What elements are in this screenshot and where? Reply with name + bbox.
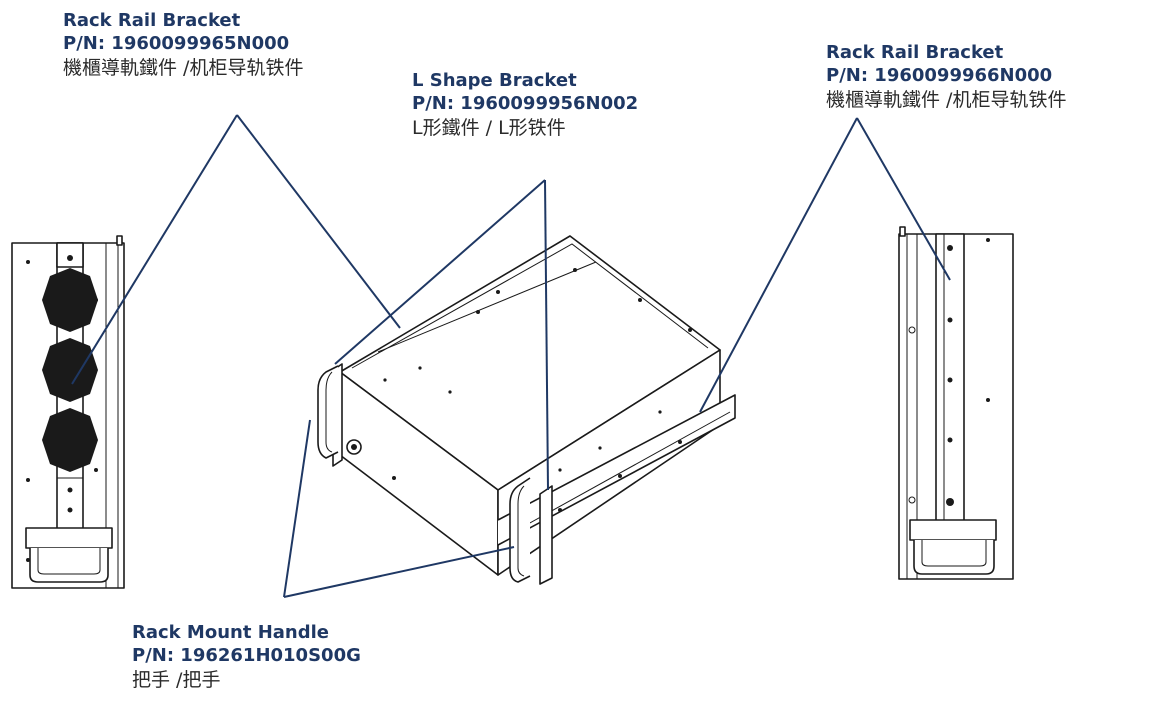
leader-handle-to-left	[283, 419, 311, 598]
callout-part-number: P/N: 196261H010S00G	[132, 644, 361, 666]
leader-right-bracket-to-side	[856, 117, 951, 281]
callout-chinese-name: 機櫃導軌鐵件 /机柜导轨铁件	[63, 57, 304, 79]
callout-l-shape-bracket: L Shape Bracket P/N: 1960099956N002 L形鐵件…	[412, 70, 638, 141]
fan-vent-middle	[42, 338, 98, 402]
right-view-handle	[909, 519, 997, 575]
leader-handle-to-right	[283, 546, 515, 598]
callout-title: Rack Rail Bracket	[826, 42, 1004, 63]
leader-lshape-to-right	[544, 179, 549, 491]
callout-chinese-name: 把手 /把手	[132, 669, 221, 691]
callout-right-rack-rail-bracket: Rack Rail Bracket P/N: 1960099966N000 機櫃…	[826, 42, 1066, 113]
left-side-view	[11, 235, 125, 589]
front-handle-right	[509, 477, 531, 583]
fan-vent-top	[42, 268, 98, 332]
leader-lshape-to-left	[334, 179, 546, 365]
leader-left-bracket-to-unit	[236, 114, 401, 329]
callout-title: Rack Mount Handle	[132, 622, 329, 643]
callout-part-number: P/N: 1960099966N000	[826, 64, 1053, 86]
callout-lines	[71, 114, 951, 598]
callout-title: Rack Rail Bracket	[63, 10, 241, 31]
front-handle-left	[317, 365, 339, 459]
leader-left-bracket-to-side	[71, 114, 238, 385]
callout-chinese-name: 機櫃導軌鐵件 /机柜导轨铁件	[826, 89, 1067, 111]
leader-right-bracket-to-unit	[699, 117, 858, 413]
callout-left-rack-rail-bracket: Rack Rail Bracket P/N: 1960099965N000 機櫃…	[63, 10, 303, 81]
right-side-view	[898, 226, 1014, 580]
callout-rack-mount-handle: Rack Mount Handle P/N: 196261H010S00G 把手…	[132, 622, 361, 693]
fan-vent-bottom	[42, 408, 98, 472]
callout-part-number: P/N: 1960099956N002	[412, 92, 639, 114]
callout-part-number: P/N: 1960099965N000	[63, 32, 290, 54]
center-isometric-unit	[317, 235, 736, 585]
left-view-handle	[25, 527, 113, 583]
callout-chinese-name: L形鐵件 / L形铁件	[412, 117, 566, 139]
callout-title: L Shape Bracket	[412, 70, 577, 91]
